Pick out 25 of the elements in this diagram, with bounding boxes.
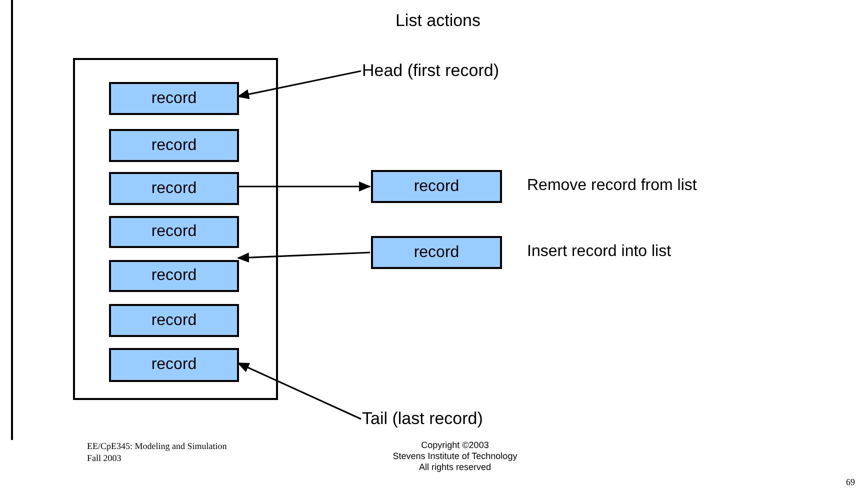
record-box: record <box>109 348 239 382</box>
date-footer: Fall 2003 <box>87 453 122 464</box>
action-caption: Remove record from list <box>527 176 697 196</box>
callout-text: Tail (last record) <box>362 408 522 430</box>
page-number: 69 <box>846 476 855 489</box>
record-box: record <box>371 170 502 203</box>
record-box: record <box>371 236 502 269</box>
course-footer: EE/CpE345: Modeling and Simulation <box>87 441 227 452</box>
institution-footer: Stevens Institute of Technology <box>382 451 528 462</box>
record-box: record <box>109 304 239 337</box>
slide-title: List actions <box>394 10 482 32</box>
rights-footer: All rights reserved <box>382 462 528 473</box>
arrow <box>237 362 362 420</box>
copyright-footer: Copyright ©2003 <box>382 440 528 451</box>
action-caption: Insert record into list <box>527 242 672 262</box>
callout-text: Head (first record) <box>362 60 532 82</box>
record-box: record <box>109 216 239 248</box>
arrow <box>237 252 370 263</box>
record-box: record <box>109 260 239 292</box>
record-box: record <box>109 129 239 162</box>
record-box: record <box>109 82 239 115</box>
record-box: record <box>109 172 239 205</box>
list-container <box>73 58 278 400</box>
arrow <box>237 70 362 100</box>
arrow <box>238 182 371 192</box>
